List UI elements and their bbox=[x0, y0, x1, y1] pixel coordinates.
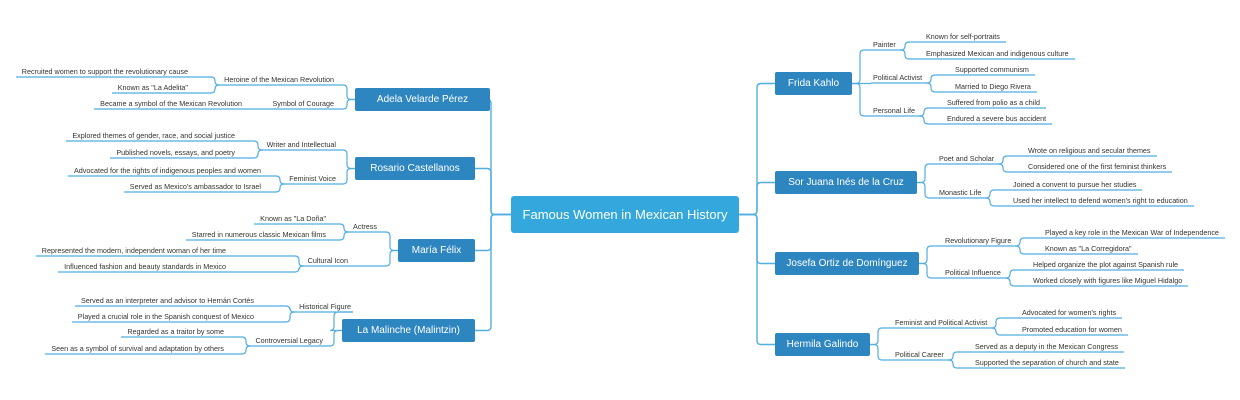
leaf-church-state[interactable]: Supported the separation of church and s… bbox=[975, 358, 1119, 367]
topic-rosario-castellanos[interactable]: Rosario Castellanos bbox=[355, 157, 475, 180]
subtopic-historical-figure[interactable]: Historical Figure bbox=[299, 302, 351, 311]
leaf-ambassador-israel[interactable]: Served as Mexico's ambassador to Israel bbox=[129, 182, 261, 191]
leaf-education-for-women[interactable]: Promoted education for women bbox=[1022, 325, 1122, 334]
leaf-spanish-conquest[interactable]: Played a crucial role in the Spanish con… bbox=[77, 312, 254, 321]
leaf-traitor[interactable]: Regarded as a traitor by some bbox=[127, 327, 224, 336]
leaf-war-independence[interactable]: Played a key role in the Mexican War of … bbox=[1045, 228, 1219, 237]
leaf-organize-plot[interactable]: Helped organize the plot against Spanish… bbox=[1033, 260, 1179, 269]
subtopic-cultural-icon[interactable]: Cultural Icon bbox=[307, 256, 348, 265]
subtopic-heroine[interactable]: Heroine of the Mexican Revolution bbox=[224, 75, 334, 84]
leaf-symbol-survival[interactable]: Seen as a symbol of survival and adaptat… bbox=[51, 344, 224, 353]
leaf-deputy-congress[interactable]: Served as a deputy in the Mexican Congre… bbox=[975, 342, 1119, 351]
topic-sor-juana[interactable]: Sor Juana Inés de la Cruz bbox=[775, 171, 917, 194]
subtopic-poet-scholar[interactable]: Poet and Scholar bbox=[939, 154, 995, 163]
leaf-interpreter-cortes[interactable]: Served as an interpreter and advisor to … bbox=[81, 296, 254, 305]
leaf-communism[interactable]: Supported communism bbox=[955, 65, 1029, 74]
leaf-recruited-women[interactable]: Recruited women to support the revolutio… bbox=[21, 67, 188, 76]
leaf-advocated-indigenous[interactable]: Advocated for the rights of indigenous p… bbox=[74, 166, 261, 175]
leaf-modern-woman[interactable]: Represented the modern, independent woma… bbox=[41, 246, 226, 255]
leaf-fashion-beauty[interactable]: Influenced fashion and beauty standards … bbox=[64, 262, 226, 271]
leaf-convent[interactable]: Joined a convent to pursue her studies bbox=[1013, 180, 1137, 189]
leaf-published-novels[interactable]: Published novels, essays, and poetry bbox=[116, 148, 235, 157]
leaf-self-portraits[interactable]: Known for self-portraits bbox=[926, 32, 1000, 41]
leaf-la-adelita[interactable]: Known as "La Adelita" bbox=[117, 83, 188, 92]
leaf-symbol-revolution[interactable]: Became a symbol of the Mexican Revolutio… bbox=[100, 99, 242, 108]
leaf-indigenous-culture[interactable]: Emphasized Mexican and indigenous cultur… bbox=[926, 49, 1069, 58]
subtopic-political-career[interactable]: Political Career bbox=[895, 350, 944, 359]
topic-la-malinche[interactable]: La Malinche (Malintzin) bbox=[342, 319, 475, 342]
leaf-womens-rights[interactable]: Advocated for women's rights bbox=[1022, 308, 1117, 317]
subtopic-painter[interactable]: Painter bbox=[873, 40, 896, 49]
subtopic-controversial-legacy[interactable]: Controversial Legacy bbox=[255, 336, 323, 345]
central-topic[interactable]: Famous Women in Mexican History bbox=[511, 196, 739, 233]
topic-adela-velarde-perez[interactable]: Adela Velarde Pérez bbox=[355, 88, 490, 111]
leaf-la-dona[interactable]: Known as "La Doña" bbox=[260, 214, 326, 223]
leaf-bus-accident[interactable]: Endured a severe bus accident bbox=[947, 114, 1047, 123]
leaf-classic-films[interactable]: Starred in numerous classic Mexican film… bbox=[191, 230, 326, 239]
leaf-la-corregidora[interactable]: Known as "La Corregidora" bbox=[1045, 244, 1132, 253]
leaf-explored-themes[interactable]: Explored themes of gender, race, and soc… bbox=[72, 131, 235, 140]
subtopic-writer-intellectual[interactable]: Writer and Intellectual bbox=[266, 140, 336, 149]
subtopic-feminist-political-activist[interactable]: Feminist and Political Activist bbox=[895, 318, 988, 327]
leaf-religious-secular[interactable]: Wrote on religious and secular themes bbox=[1028, 146, 1151, 155]
subtopic-revolutionary-figure[interactable]: Revolutionary Figure bbox=[945, 236, 1012, 245]
subtopic-monastic-life[interactable]: Monastic Life bbox=[939, 188, 982, 197]
subtopic-political-activist[interactable]: Political Activist bbox=[873, 73, 923, 82]
subtopic-actress[interactable]: Actress bbox=[353, 222, 377, 231]
leaf-first-feminist[interactable]: Considered one of the first feminist thi… bbox=[1028, 162, 1167, 171]
topic-maria-felix[interactable]: María Félix bbox=[398, 239, 475, 262]
topic-frida-kahlo[interactable]: Frida Kahlo bbox=[775, 72, 852, 95]
subtopic-political-influence[interactable]: Political Influence bbox=[945, 268, 1001, 277]
leaf-womens-education[interactable]: Used her intellect to defend women's rig… bbox=[1013, 196, 1188, 205]
subtopic-symbol-of-courage[interactable]: Symbol of Courage bbox=[272, 99, 334, 108]
leaf-miguel-hidalgo[interactable]: Worked closely with figures like Miguel … bbox=[1033, 276, 1183, 285]
subtopic-personal-life[interactable]: Personal Life bbox=[873, 106, 915, 115]
subtopic-feminist-voice[interactable]: Feminist Voice bbox=[289, 174, 336, 183]
leaf-diego-rivera[interactable]: Married to Diego Rivera bbox=[955, 82, 1031, 91]
topic-josefa-ortiz[interactable]: Josefa Ortiz de Domínguez bbox=[775, 252, 919, 275]
leaf-polio[interactable]: Suffered from polio as a child bbox=[947, 98, 1040, 107]
topic-hermila-galindo[interactable]: Hermila Galindo bbox=[775, 333, 870, 356]
